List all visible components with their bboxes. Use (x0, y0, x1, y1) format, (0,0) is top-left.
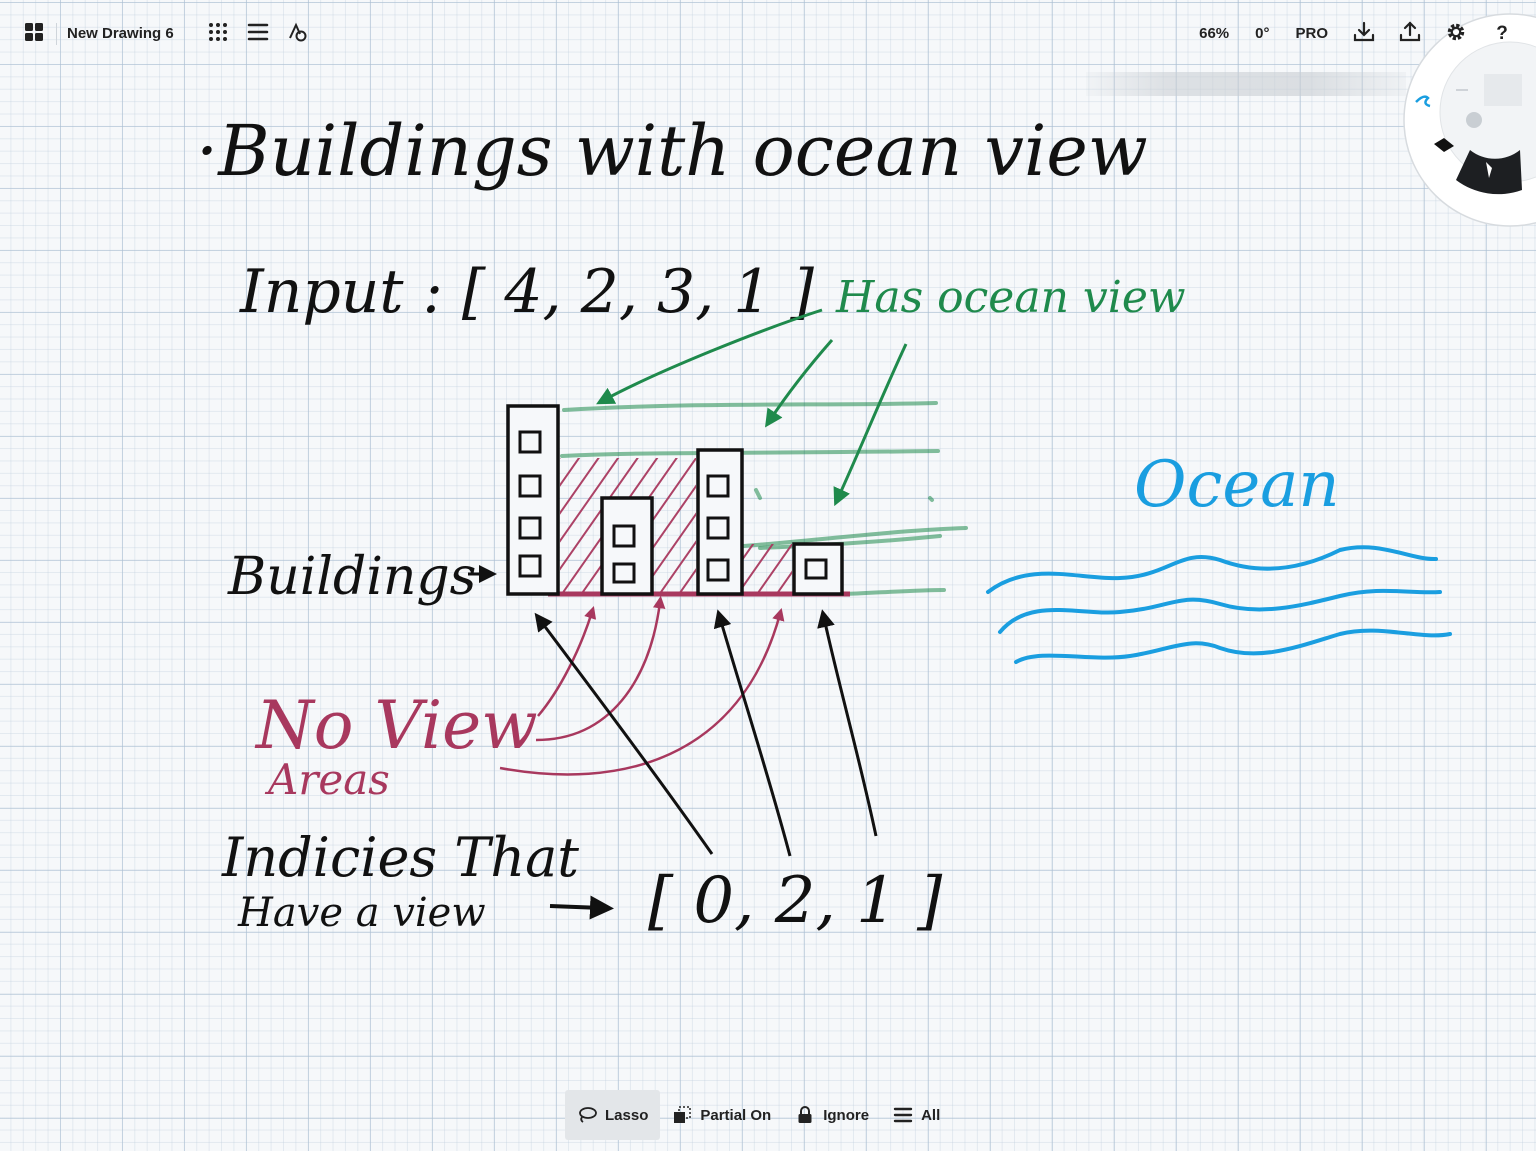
areas-label: Areas (264, 755, 390, 804)
export-button[interactable] (1390, 14, 1430, 54)
partial-on-button[interactable]: Partial On (660, 1090, 783, 1140)
document-title[interactable]: New Drawing 6 (56, 23, 188, 45)
building-0 (506, 404, 560, 596)
ignore-label: Ignore (823, 1106, 870, 1124)
top-toolbar-right: 66% 0° PRO ? (1189, 14, 1522, 54)
shapes-button[interactable] (278, 14, 318, 54)
partial-on-label: Partial On (700, 1106, 772, 1124)
partial-select-icon (672, 1105, 692, 1125)
zoom-level[interactable]: 66% (1199, 25, 1230, 42)
rotation-angle[interactable]: 0° (1255, 25, 1270, 42)
buildings (506, 404, 844, 596)
help-icon: ? (1496, 23, 1508, 44)
brush-library-button[interactable] (198, 14, 238, 54)
no-view-arrows (499, 595, 785, 776)
drawing-title: ·Buildings with ocean view (196, 110, 1148, 192)
index-arrows (534, 609, 878, 857)
have-view-arrow (549, 895, 614, 920)
ignore-button[interactable]: Ignore (783, 1090, 881, 1140)
green-arrows (596, 308, 908, 507)
settings-button[interactable] (1436, 14, 1476, 54)
have-view-label: Have a view (237, 890, 486, 936)
pencil-tool-icon (1486, 162, 1492, 178)
import-button[interactable] (1344, 14, 1384, 54)
lock-icon (795, 1105, 815, 1125)
all-label: All (921, 1106, 941, 1124)
buildings-label: Buildings (227, 547, 476, 607)
no-view-label: No View (254, 687, 538, 764)
lasso-mode-button[interactable]: Lasso (565, 1090, 661, 1140)
shapes-icon (288, 22, 308, 47)
share-icon (1399, 20, 1421, 48)
all-layers-button[interactable]: All (881, 1090, 952, 1140)
building-windows (518, 430, 828, 584)
eraser-tool-icon (1434, 138, 1454, 152)
has-view-label: Has ocean view (835, 272, 1186, 323)
output-label: [ 0, 2, 1 ] (648, 864, 943, 938)
layers-icon (247, 22, 269, 47)
ocean-waves (986, 545, 1452, 664)
help-button[interactable]: ? (1482, 14, 1522, 54)
selection-mode-bar: Lasso Partial On Ignore All (565, 1090, 952, 1140)
lasso-icon (577, 1105, 597, 1125)
lasso-label: Lasso (605, 1106, 649, 1124)
brush-tool-icon (1415, 95, 1431, 108)
color-swatch-icon (1484, 74, 1522, 106)
grid-icon (24, 22, 44, 47)
gallery-button[interactable] (14, 14, 54, 54)
building-3 (792, 542, 844, 596)
ocean-label: Ocean (1134, 448, 1340, 522)
no-view-area-2 (742, 544, 792, 594)
download-icon (1353, 21, 1375, 48)
input-label: Input : [ 4, 2, 3, 1 ] (239, 257, 815, 327)
layers-button[interactable] (238, 14, 278, 54)
brush-size-slider[interactable] (1086, 72, 1406, 96)
indices-label: Indicies That (221, 826, 579, 889)
opacity-icon (1466, 112, 1482, 128)
gear-icon (1445, 21, 1467, 48)
layers-icon (893, 1105, 913, 1125)
building-2 (696, 448, 744, 596)
tool-wheel[interactable] (1403, 13, 1536, 227)
dots-grid-icon (208, 22, 228, 47)
top-toolbar-left: New Drawing 6 (14, 14, 318, 54)
pro-button[interactable]: PRO (1295, 25, 1328, 42)
